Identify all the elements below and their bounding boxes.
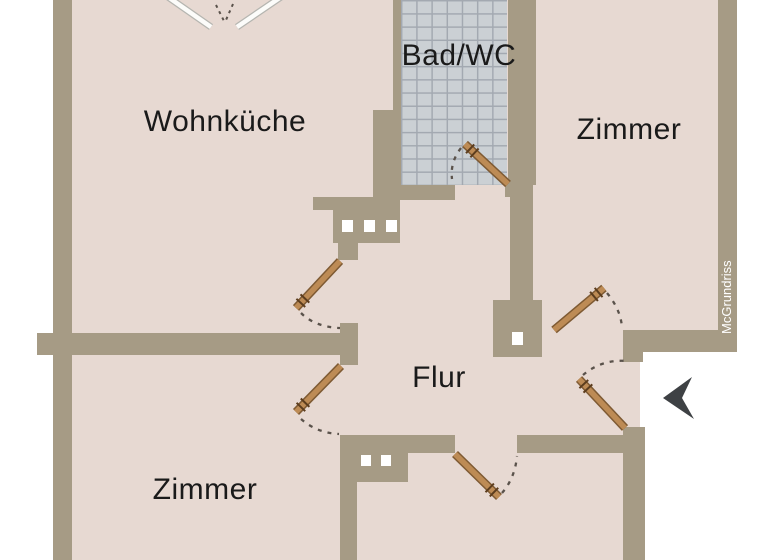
- bathroom-tile-floor: [401, 0, 507, 185]
- room-label-bad-wc: Bad/WC: [401, 39, 517, 72]
- room-label-zimmer-right: Zimmer: [576, 113, 682, 146]
- chimney-flue: [386, 220, 397, 232]
- door-bad-wc: [450, 140, 511, 188]
- wall-flur-east: [510, 185, 533, 305]
- chimney-a-stub: [338, 243, 358, 260]
- wall-pier-bad-west: [373, 110, 401, 197]
- wall-right-exterior: [718, 0, 737, 352]
- wall-zimmer-right-south: [623, 330, 737, 352]
- room-label-zimmer-bottom: Zimmer: [152, 473, 258, 506]
- wall-left-exterior: [53, 0, 72, 560]
- wall-stub-flur-west: [340, 323, 358, 365]
- chimney-b-body: [493, 300, 542, 357]
- wall-zimmer-bottom-east: [340, 435, 357, 560]
- room-label-wohnkueche: Wohnküche: [143, 105, 307, 138]
- wall-flur-south-right: [517, 435, 627, 453]
- room-label-flur: Flur: [412, 361, 466, 394]
- wall-bad-west-thin: [393, 0, 401, 110]
- wall-southeast: [623, 427, 645, 560]
- wall-entrance-top-step: [623, 352, 643, 362]
- chimney-flue: [364, 220, 375, 232]
- wall-bad-south-left: [393, 185, 455, 200]
- door-wohnkueche: [292, 258, 344, 330]
- chimney-flue: [381, 455, 391, 466]
- door-zimmer-right: [551, 284, 624, 334]
- chimney-flue: [361, 455, 371, 466]
- door-entrance: [575, 359, 629, 431]
- wall-bad-east: [508, 0, 536, 185]
- watermark: McGrundriss: [719, 260, 734, 334]
- window-wohnkueche: [166, 0, 283, 30]
- chimney-flue: [512, 332, 523, 345]
- chimney-flue: [342, 220, 353, 232]
- door-zimmer-bottom: [292, 363, 345, 436]
- room-fill-zimmer-bottom: [72, 355, 357, 560]
- wall-mid-horizontal: [37, 333, 358, 355]
- door-bottom-room: [452, 450, 519, 501]
- entrance-arrow-icon: [663, 377, 694, 419]
- chimney-a-top: [313, 197, 400, 210]
